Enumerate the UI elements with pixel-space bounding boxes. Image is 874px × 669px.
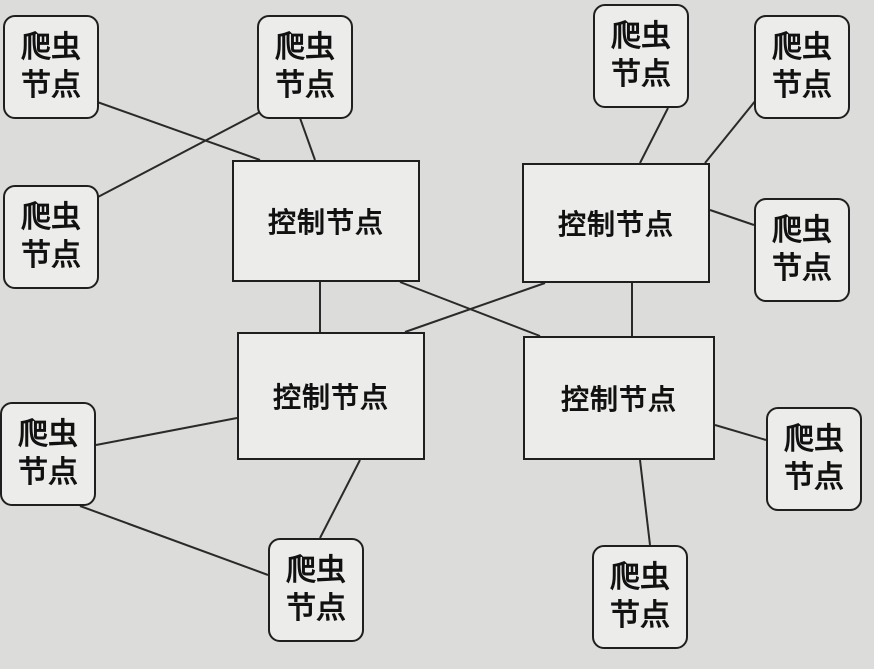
crawler-node: 爬虫节点 xyxy=(592,545,688,649)
edge-k9-c3 xyxy=(319,459,361,539)
crawler-node: 爬虫节点 xyxy=(593,4,689,108)
crawler-node: 爬虫节点 xyxy=(257,15,353,119)
crawler-node: 爬虫节点 xyxy=(754,15,850,119)
edge-k1-c1 xyxy=(85,97,261,161)
edge-k7-c3 xyxy=(95,417,238,446)
crawler-node: 爬虫节点 xyxy=(3,185,99,289)
control-node: 控制节点 xyxy=(232,160,420,282)
crawler-node: 爬虫节点 xyxy=(0,402,96,506)
crawler-node: 爬虫节点 xyxy=(3,15,99,119)
edge-k5-c2 xyxy=(704,99,757,164)
edge-k3-k2 xyxy=(95,111,261,199)
control-node: 控制节点 xyxy=(523,336,715,460)
edge-k4-c2 xyxy=(639,107,669,164)
crawler-node: 爬虫节点 xyxy=(766,407,862,511)
edge-c2-c3 xyxy=(404,282,546,333)
control-node: 控制节点 xyxy=(237,332,425,460)
edge-k6-c2 xyxy=(709,209,755,226)
edge-k2-c1 xyxy=(299,117,316,161)
control-node: 控制节点 xyxy=(522,163,710,283)
edge-k8-c4 xyxy=(714,424,767,441)
edge-k10-c4 xyxy=(639,459,651,546)
crawler-node: 爬虫节点 xyxy=(268,538,364,642)
edge-k7-k9 xyxy=(79,505,269,576)
crawler-node: 爬虫节点 xyxy=(754,198,850,302)
